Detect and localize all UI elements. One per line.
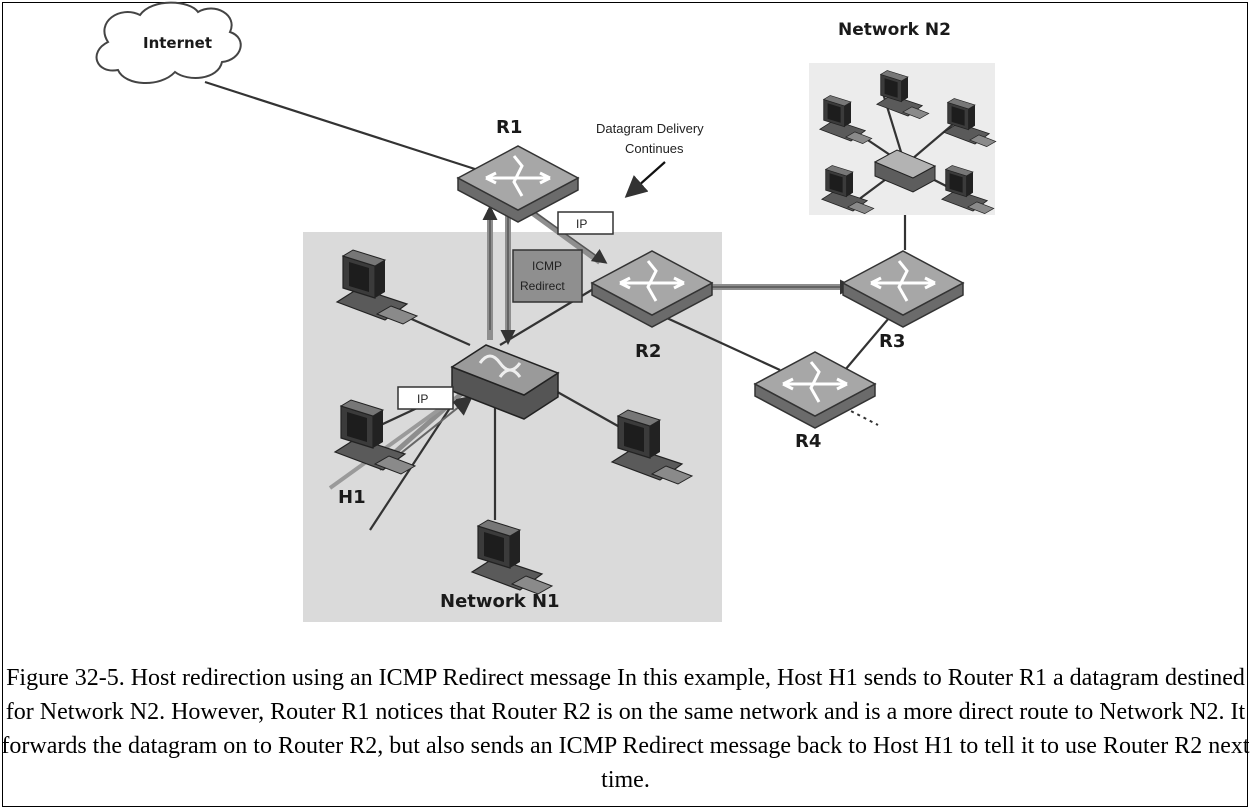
icmp-label-line2: Redirect: [520, 279, 565, 293]
network-n1-label: Network N1: [440, 591, 560, 612]
network-diagram: Internet: [95, 1, 997, 622]
ip-packet-bottom: [397, 386, 454, 410]
router-r3-icon: [841, 249, 965, 329]
router-r4-label: R4: [795, 431, 821, 452]
figure-caption: Figure 32-5. Host redirection using an I…: [1, 665, 1250, 793]
datagram-flow: [328, 197, 855, 490]
ip-packet-top: [557, 211, 614, 235]
annotation-arrow: [624, 161, 666, 198]
router-r1-label: R1: [496, 117, 522, 138]
hub-n2-icon: [873, 149, 937, 193]
annotation-line2: Continues: [625, 141, 684, 156]
host-h1-label: H1: [338, 487, 366, 508]
network-n2-label: Network N2: [838, 20, 951, 40]
ip-packet-top-label: IP: [576, 217, 587, 231]
annotation-line1: Datagram Delivery: [596, 121, 704, 136]
router-r1-icon: [456, 144, 580, 224]
icmp-label-line1: ICMP: [532, 259, 562, 273]
ip-packet-bottom-label: IP: [417, 392, 428, 406]
router-r3-label: R3: [879, 331, 905, 352]
icmp-redirect-box: [512, 249, 583, 303]
internet-cloud-icon: [95, 1, 242, 85]
router-r4-icon: [753, 350, 877, 430]
internet-label: Internet: [143, 34, 212, 52]
router-r2-label: R2: [635, 341, 661, 362]
